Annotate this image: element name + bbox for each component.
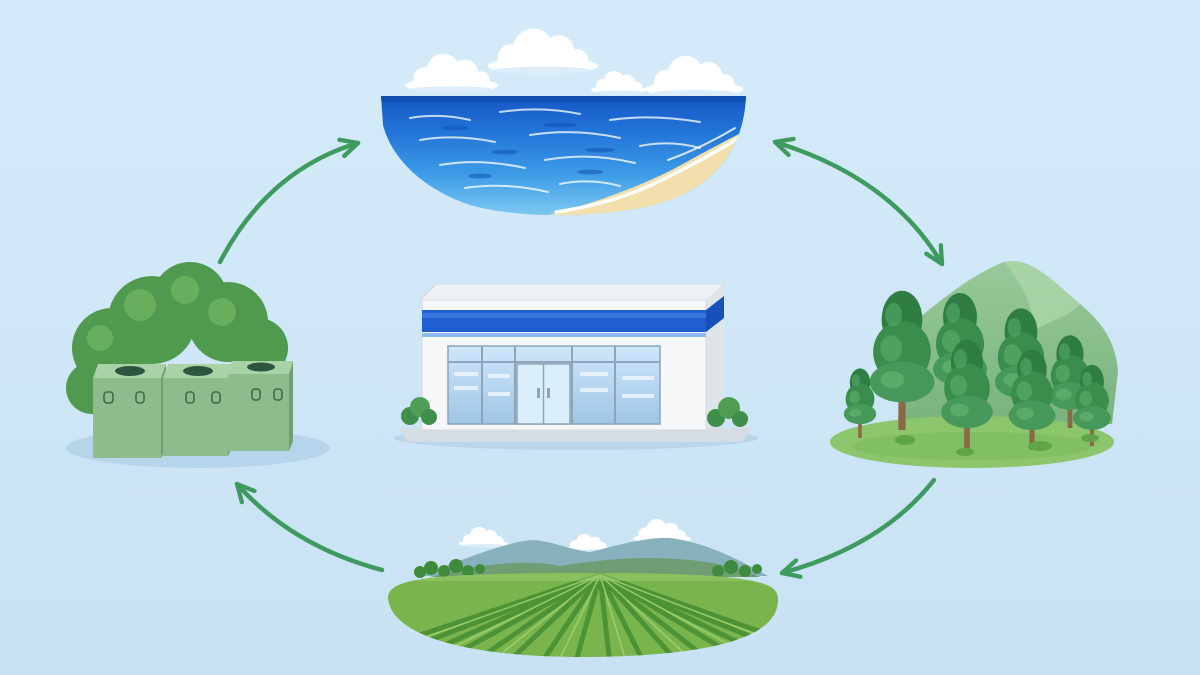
bin-symbol-icon (135, 391, 145, 404)
recycling-bins-icon (66, 262, 330, 468)
farmland-icon (388, 519, 778, 657)
bin-opening (115, 366, 145, 376)
forest-icon (830, 261, 1118, 468)
arrow-ocean-forest (772, 136, 945, 267)
crop-row (597, 573, 613, 657)
arrow-farmland-to-bins (234, 481, 385, 573)
beach-foam (667, 127, 736, 161)
bin-opening (183, 366, 213, 376)
crop-row-highlight (556, 574, 601, 657)
field-horizon-strip (388, 573, 778, 581)
bin-opening (247, 362, 275, 372)
store-bushes (401, 397, 748, 427)
convenience-store-icon (394, 283, 758, 450)
arrow-bins-to-ocean (217, 137, 361, 265)
mountain-highlight (1004, 261, 1080, 330)
bin-body (228, 374, 289, 451)
bush-icon (421, 409, 437, 425)
crop-row (597, 573, 683, 657)
crop-row (597, 573, 648, 657)
near-hills (430, 557, 760, 577)
ocean-details (381, 96, 746, 216)
crop-row-highlight (599, 574, 778, 657)
bin-symbol-icon (103, 391, 114, 404)
crop-row (572, 573, 603, 657)
store-band-stripe (422, 333, 706, 337)
cycle-arrows (217, 136, 945, 579)
store-roof (418, 283, 726, 301)
crop-row-highlight (486, 574, 601, 657)
beach-sand (545, 128, 746, 216)
bin-symbol-icon (273, 388, 283, 401)
crop-row-highlight (599, 574, 698, 657)
wave-lines (409, 108, 701, 193)
crop-row (467, 573, 603, 657)
tree-line (414, 559, 762, 578)
bin-symbol-icon (185, 391, 195, 404)
bin-symbol-icon (211, 391, 221, 404)
bush-icon (732, 411, 748, 427)
water-shadows (441, 122, 615, 179)
door-handle (547, 388, 550, 398)
store-platform (398, 428, 752, 442)
forest-ground-shade (852, 432, 1092, 460)
arrow-forest-to-farmland (779, 477, 937, 579)
ocean-icon (381, 28, 746, 216)
crop-row (502, 573, 603, 657)
window-mullions (448, 346, 660, 424)
horizon-line (381, 96, 746, 102)
recycling-bin (93, 364, 166, 458)
door-handle (537, 388, 540, 398)
crop-row (537, 573, 603, 657)
crop-row-highlight (599, 574, 628, 657)
bin-symbol-icon (251, 388, 261, 401)
bins-trees-highlight (87, 276, 236, 351)
beach-foam (554, 130, 746, 214)
store-band-highlight (422, 313, 706, 318)
store-side-band (706, 296, 724, 332)
crop-row (597, 573, 778, 657)
store-shelves (454, 372, 654, 398)
bin-body (93, 378, 161, 458)
recycling-bin (228, 361, 293, 451)
forest-shrubs (895, 434, 1099, 456)
recycling-bin (163, 364, 233, 456)
bin-body (163, 378, 228, 456)
